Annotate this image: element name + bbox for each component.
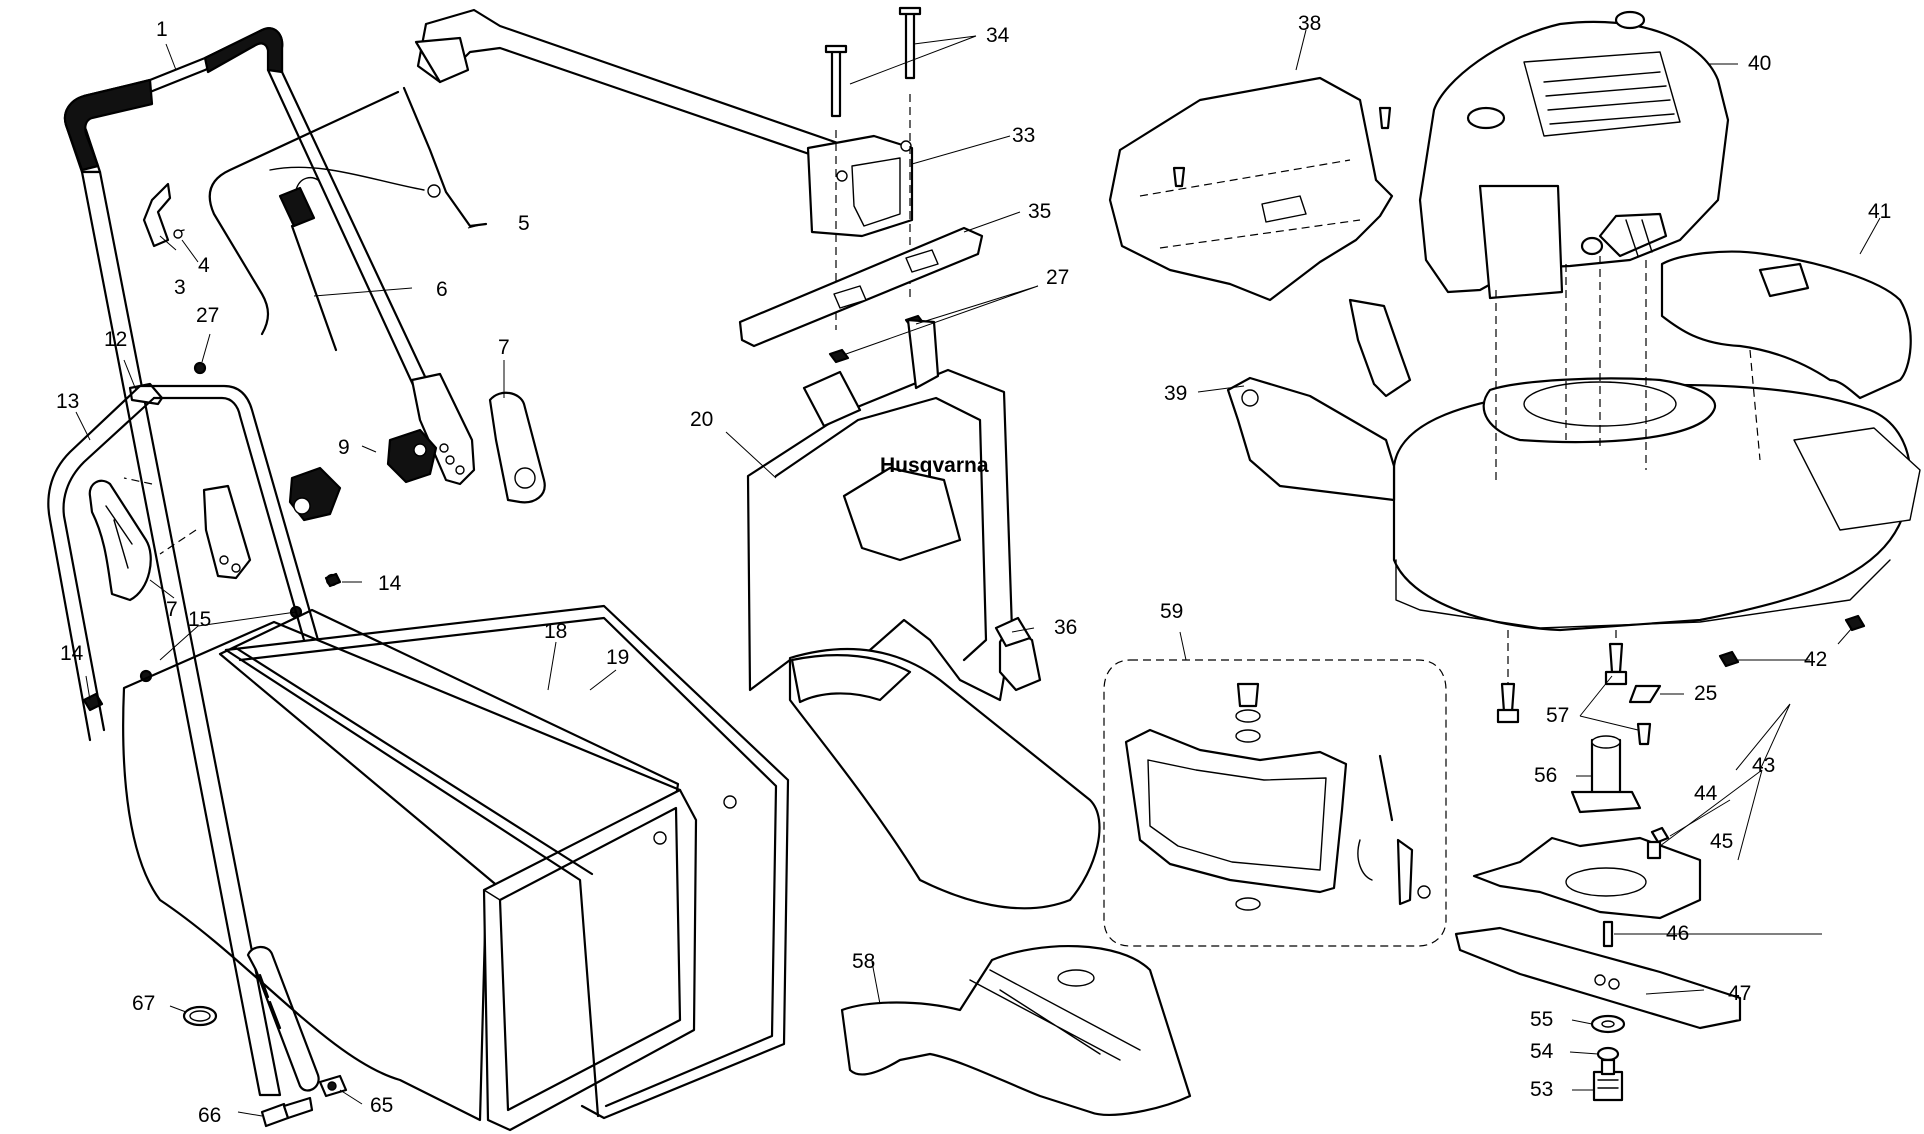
nut-part-65 — [318, 1074, 348, 1098]
label-part-12: 12 — [104, 328, 127, 351]
knob-part-9-b — [288, 466, 342, 522]
bolt-part-42-left — [1496, 682, 1520, 724]
label-part-41: 41 — [1868, 200, 1891, 223]
bracket-part-25 — [1628, 684, 1662, 704]
cable-tie-part-67 — [182, 1005, 218, 1027]
bolt-part-42-right — [1718, 614, 1866, 668]
adapter-part-56 — [1570, 735, 1642, 814]
label-part-56: 56 — [1534, 764, 1557, 787]
label-part-67: 67 — [132, 992, 155, 1015]
label-part-1: 1 — [156, 18, 168, 41]
label-part-34: 34 — [986, 24, 1010, 47]
label-part-7-left: 7 — [166, 598, 178, 621]
label-part-45: 45 — [1710, 830, 1733, 853]
label-part-65: 65 — [370, 1094, 393, 1117]
engine-part-40 — [1418, 10, 1730, 300]
label-part-27-right: 27 — [1046, 266, 1069, 289]
part-labels: 1 3 4 5 6 7 7 9 12 13 14 14 15 18 19 20 … — [56, 12, 1891, 1127]
label-part-19: 19 — [606, 646, 629, 669]
handle-bracket-left — [123, 477, 252, 580]
label-part-15: 15 — [188, 608, 211, 631]
fasteners-left — [82, 361, 342, 712]
engine-shroud-part-41 — [1660, 250, 1912, 400]
handle-part-1 — [63, 27, 438, 1097]
label-part-4: 4 — [198, 254, 210, 277]
clip-part-3 — [142, 182, 185, 248]
label-part-6: 6 — [436, 278, 448, 301]
label-part-36: 36 — [1054, 616, 1077, 639]
label-part-5: 5 — [518, 212, 530, 235]
blade-holder-part-43 — [1472, 836, 1702, 920]
mulch-kit-part-59 — [1103, 659, 1447, 947]
label-part-27-left: 27 — [196, 304, 219, 327]
engine-cover-part-38 — [1108, 76, 1394, 302]
label-part-42-a: 42 — [1804, 648, 1827, 671]
bolt-part-46 — [1602, 920, 1614, 948]
label-part-18: 18 — [544, 620, 567, 643]
label-part-54: 54 — [1530, 1040, 1554, 1063]
quick-release-part-7-left — [88, 479, 152, 602]
lever-part-5 — [208, 86, 488, 336]
label-part-25: 25 — [1694, 682, 1717, 705]
plate-part-35 — [738, 226, 984, 348]
label-part-55: 55 — [1530, 1008, 1553, 1031]
label-part-33: 33 — [1012, 124, 1035, 147]
label-part-14-left: 14 — [60, 642, 84, 665]
label-part-38: 38 — [1298, 12, 1321, 35]
label-part-53: 53 — [1530, 1078, 1553, 1101]
bag-frame-part-13 — [47, 384, 320, 742]
label-part-35: 35 — [1028, 200, 1051, 223]
bolt-part-53 — [1592, 1058, 1624, 1102]
label-part-46: 46 — [1666, 922, 1689, 945]
pin-part-44 — [1650, 826, 1670, 844]
label-part-47: 47 — [1728, 982, 1751, 1005]
washer-part-55 — [1590, 1014, 1626, 1034]
label-part-7-right: 7 — [498, 336, 510, 359]
label-part-20: 20 — [690, 408, 713, 431]
label-part-3: 3 — [174, 276, 186, 299]
label-part-66: 66 — [198, 1104, 221, 1127]
label-part-40: 40 — [1748, 52, 1771, 75]
handle-bracket-right — [410, 372, 476, 486]
washer-part-54 — [1596, 1046, 1620, 1062]
grass-bag-part-18 — [122, 608, 698, 1132]
deflector-part-58 — [840, 944, 1192, 1116]
label-part-13: 13 — [56, 390, 79, 413]
cable-part-6 — [278, 177, 338, 352]
quick-release-part-7-right — [488, 391, 546, 504]
label-part-59: 59 — [1160, 600, 1183, 623]
chute-part-20: Husqvarna — [746, 318, 1101, 910]
bolt-part-66 — [260, 1096, 314, 1128]
leader-lines — [75, 29, 1881, 1117]
label-part-39: 39 — [1164, 382, 1187, 405]
blade-part-47 — [1454, 926, 1742, 1030]
upper-bar-part-33 — [414, 8, 914, 238]
bolts-part-34 — [824, 6, 922, 330]
bag-top-frame-part-19 — [224, 604, 790, 1120]
chute-logo: Husqvarna — [880, 454, 989, 477]
label-part-58: 58 — [852, 950, 875, 973]
label-part-57: 57 — [1546, 704, 1569, 727]
label-part-43: 43 — [1752, 754, 1775, 777]
bolt-part-57 — [1604, 642, 1652, 746]
label-part-9: 9 — [338, 436, 350, 459]
knob-part-9-a — [386, 428, 438, 484]
label-part-14-right: 14 — [378, 572, 402, 595]
label-part-44: 44 — [1694, 782, 1718, 805]
deck-part-39 — [1226, 298, 1921, 632]
